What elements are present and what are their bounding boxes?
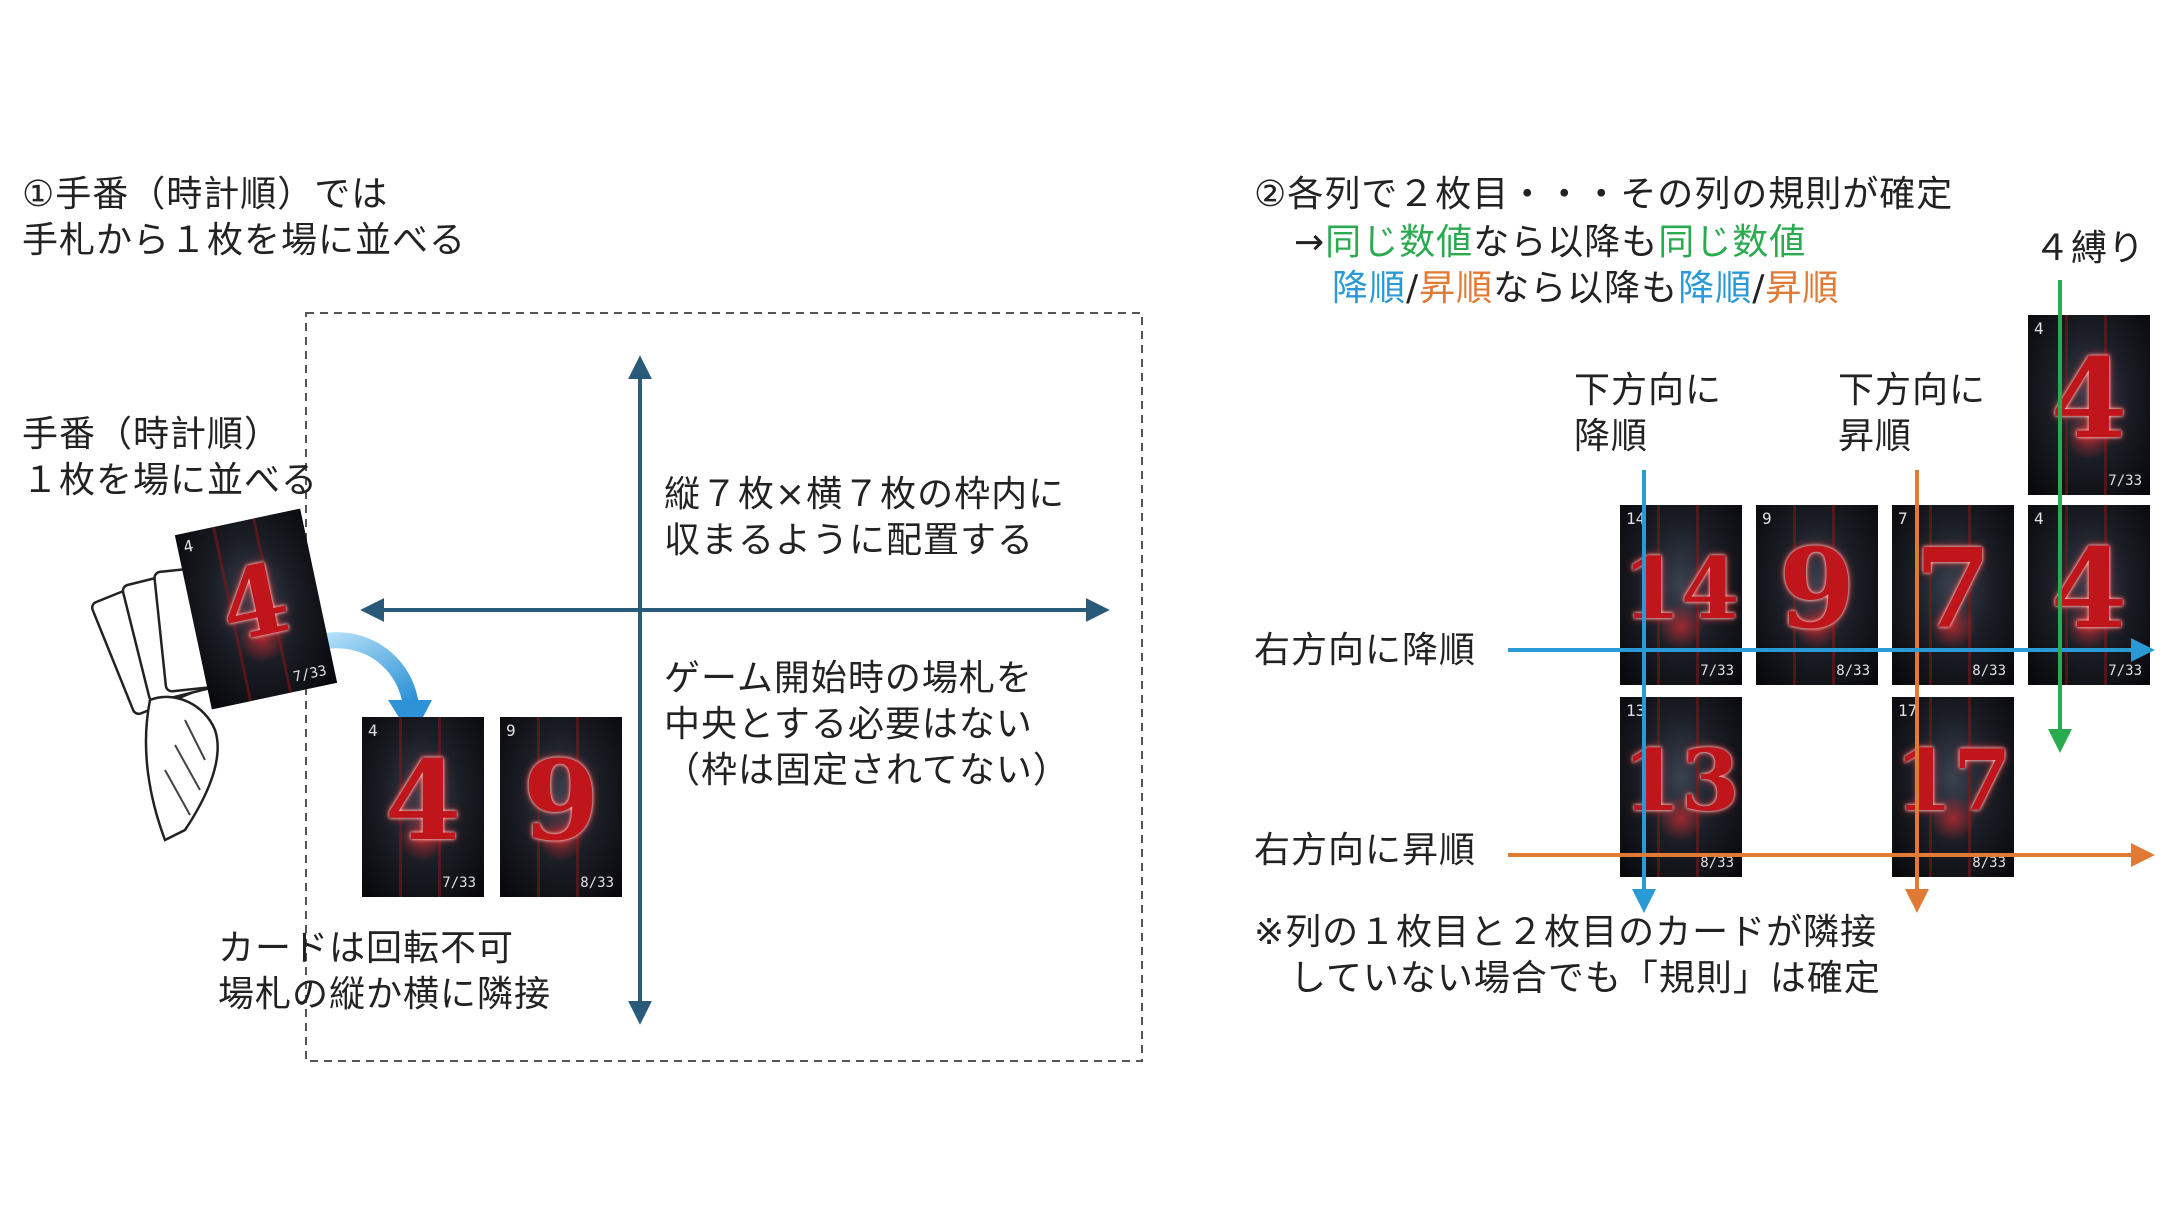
- hand-label: 手番（時計順） １枚を場に並べる: [22, 414, 319, 501]
- rule-same-number: →同じ数値なら以降も同じ数値: [1294, 222, 1807, 263]
- frame-label: 縦７枚×横７枚の枠内に 収まるように配置する: [664, 474, 1066, 561]
- bind4-label: ４縛り: [2034, 228, 2146, 269]
- note: ※列の１枚目と２枚目のカードが隣接 していない場合でも「規則」は確定: [1254, 912, 1881, 999]
- right-title: ②各列で２枚目・・・その列の規則が確定: [1254, 174, 1954, 215]
- right-desc-label: 右方向に降順: [1254, 630, 1477, 671]
- down-asc-label: 下方向に 昇順: [1838, 370, 1987, 457]
- rule-desc-asc: 降順/昇順なら以降も降順/昇順: [1332, 268, 1840, 309]
- rule-label: カードは回転不可 場札の縦か横に隣接: [218, 928, 552, 1015]
- start-label: ゲーム開始時の場札を 中央とする必要はない （枠は固定されてない）: [664, 658, 1070, 791]
- left-title: ①手番（時計順）では 手札から１枚を場に並べる: [22, 174, 467, 261]
- down-desc-label: 下方向に 降順: [1574, 370, 1723, 457]
- right-asc-label: 右方向に昇順: [1254, 830, 1477, 871]
